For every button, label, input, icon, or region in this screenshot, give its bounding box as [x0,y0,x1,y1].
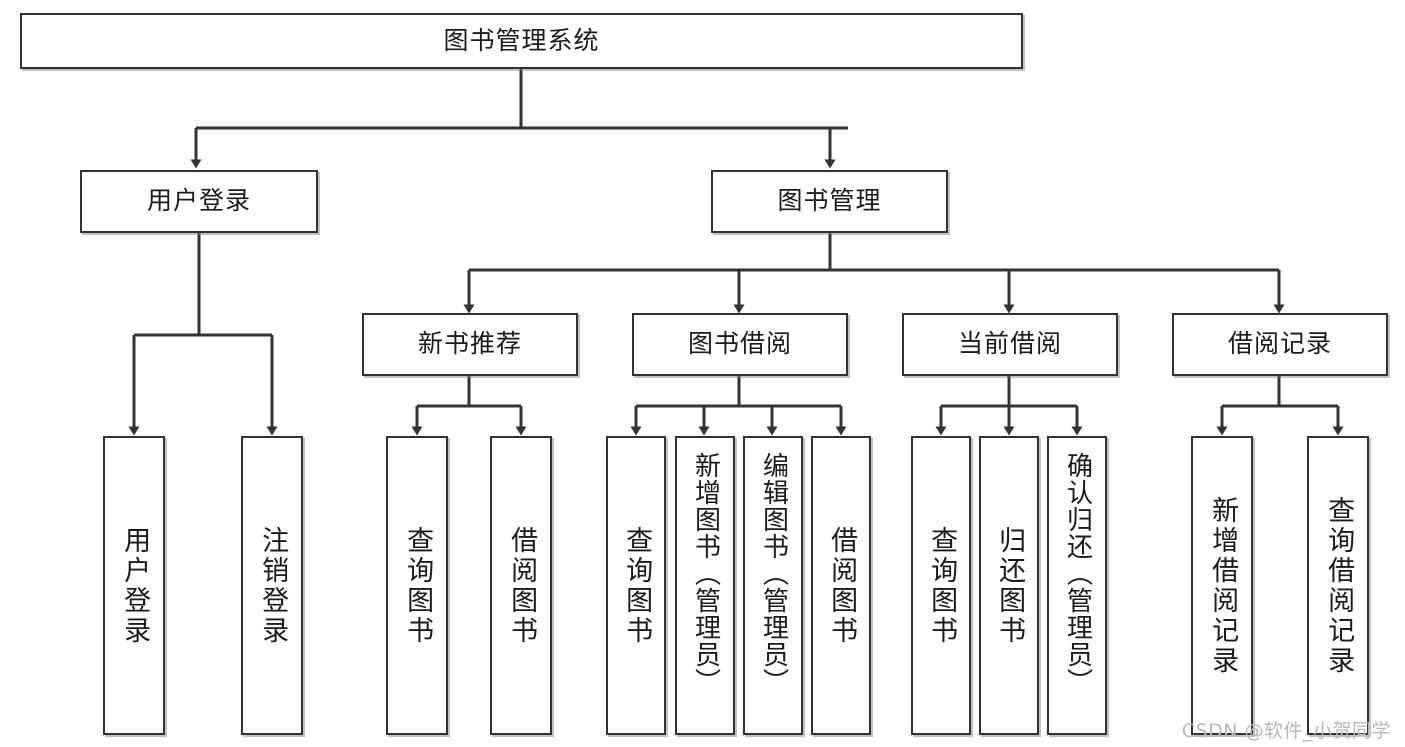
leaf-borrow-record-query[interactable]: 查询借阅记录 [1307,436,1369,735]
leaf-book-borrow-borrow-label: 借阅图书 [826,525,858,646]
leaf-current-borrow-confirm[interactable]: 确认归还（管理员） [1047,436,1107,735]
leaf-new-book-query[interactable]: 查询图书 [386,436,448,735]
node-current-borrow-label: 当前借阅 [957,329,1062,359]
watermark-text: CSDN @软件_小贺同学 [1181,720,1391,742]
node-book-management-label: 图书管理 [777,186,882,216]
node-book-borrow-label: 图书借阅 [687,329,792,359]
leaf-borrow-record-add-label: 新增借阅记录 [1207,495,1239,676]
leaf-new-book-borrow-label: 借阅图书 [506,525,538,646]
leaf-user-login-logout[interactable]: 注销登录 [241,436,303,735]
leaf-book-borrow-add[interactable]: 新增图书（管理员） [675,436,735,735]
leaf-current-borrow-query[interactable]: 查询图书 [911,436,971,735]
leaf-book-borrow-edit[interactable]: 编辑图书（管理员） [743,436,803,735]
node-book-management[interactable]: 图书管理 [711,170,948,233]
leaf-book-borrow-edit-label: 编辑图书（管理员） [758,452,789,695]
node-current-borrow[interactable]: 当前借阅 [902,313,1118,376]
node-root-label: 图书管理系统 [443,25,600,55]
leaf-new-book-query-label: 查询图书 [402,525,434,646]
leaf-book-borrow-query[interactable]: 查询图书 [606,436,666,735]
node-new-book-recommend[interactable]: 新书推荐 [362,313,578,376]
leaf-borrow-record-add[interactable]: 新增借阅记录 [1191,436,1253,735]
leaf-current-borrow-return-label: 归还图书 [994,525,1026,646]
leaf-user-login-login[interactable]: 用户登录 [103,436,165,735]
leaf-book-borrow-borrow[interactable]: 借阅图书 [811,436,871,735]
leaf-user-login-login-label: 用户登录 [119,525,151,646]
leaf-new-book-borrow[interactable]: 借阅图书 [490,436,552,735]
node-borrow-record[interactable]: 借阅记录 [1172,313,1388,376]
leaf-book-borrow-query-label: 查询图书 [621,525,653,646]
leaf-current-borrow-confirm-label: 确认归还（管理员） [1062,452,1093,695]
leaf-book-borrow-add-label: 新增图书（管理员） [690,452,721,695]
leaf-current-borrow-return[interactable]: 归还图书 [979,436,1039,735]
node-root[interactable]: 图书管理系统 [20,13,1023,69]
leaf-user-login-logout-label: 注销登录 [257,525,289,646]
node-borrow-record-label: 借阅记录 [1227,329,1332,359]
node-book-borrow[interactable]: 图书借阅 [632,313,848,376]
leaf-borrow-record-query-label: 查询借阅记录 [1323,495,1355,676]
node-user-login-label: 用户登录 [146,186,251,216]
leaf-current-borrow-query-label: 查询图书 [926,525,958,646]
node-user-login[interactable]: 用户登录 [80,170,318,233]
node-new-book-recommend-label: 新书推荐 [417,329,522,359]
